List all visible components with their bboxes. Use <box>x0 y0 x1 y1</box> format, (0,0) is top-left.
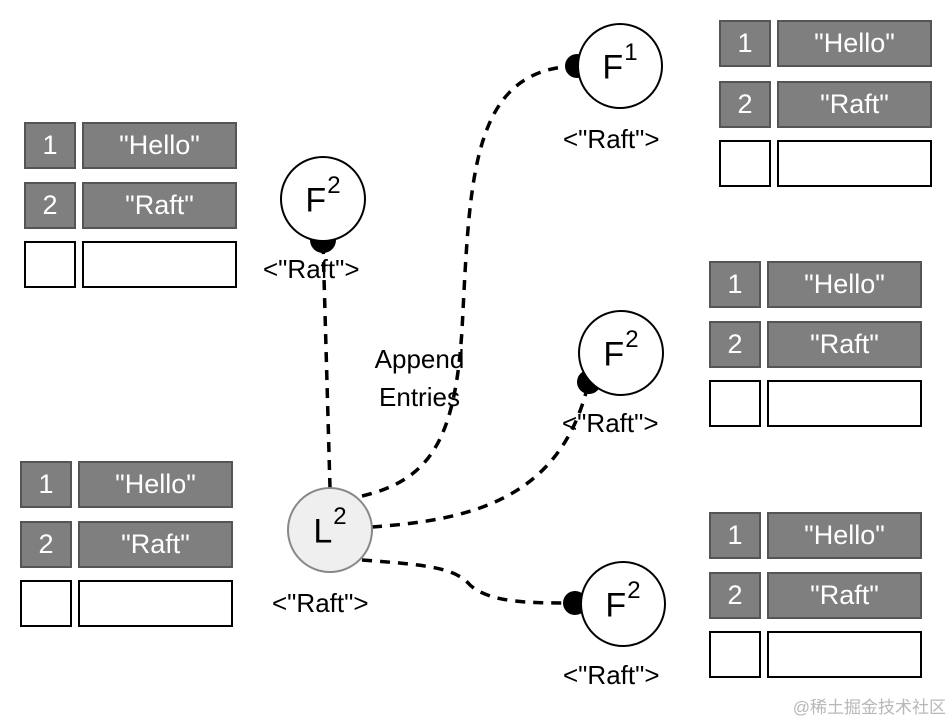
entry-value: "Raft" <box>767 321 922 368</box>
node-role: F <box>602 48 624 87</box>
entry-index <box>709 631 761 678</box>
edge-leader-to-follower-mid <box>371 384 590 529</box>
follower-node-left: F2 <box>280 156 366 242</box>
node-value-label: <"Raft"> <box>272 588 369 618</box>
node-role: F <box>305 181 327 220</box>
node-term: 2 <box>333 502 347 530</box>
append-entries-line2: Entries <box>379 382 460 412</box>
node-term: 2 <box>627 576 641 604</box>
entry-index: 1 <box>709 512 761 559</box>
edge-leader-to-follower-top <box>361 64 576 498</box>
entry-value <box>767 631 922 678</box>
node-role: L <box>313 512 333 551</box>
entry-index: 1 <box>20 461 72 508</box>
entry-index <box>719 140 771 187</box>
node-term: 2 <box>327 171 341 199</box>
node-role: F <box>603 335 625 374</box>
entry-value: "Raft" <box>767 572 922 619</box>
node-value-label: <"Raft"> <box>563 660 660 690</box>
entry-value: "Hello" <box>78 461 233 508</box>
entry-value <box>78 580 233 627</box>
node-term: 2 <box>625 325 639 353</box>
node-value-label: <"Raft"> <box>562 408 659 438</box>
follower-node-bottom: F2 <box>580 561 666 647</box>
entry-value: "Raft" <box>82 182 237 229</box>
entry-value <box>777 140 932 187</box>
entry-value <box>767 380 922 427</box>
append-entries-line1: Append <box>374 344 465 374</box>
entry-index: 1 <box>24 122 76 169</box>
entry-value: "Raft" <box>777 81 932 128</box>
follower-node-mid: F2 <box>578 310 664 396</box>
entry-index: 2 <box>20 521 72 568</box>
follower-node-top: F1 <box>577 23 663 109</box>
entry-index <box>24 241 76 288</box>
entry-index: 1 <box>709 261 761 308</box>
entry-index: 2 <box>24 182 76 229</box>
watermark: @稀土掘金技术社区 <box>792 698 946 717</box>
entry-index: 2 <box>709 572 761 619</box>
entry-value: "Hello" <box>777 20 932 67</box>
entry-value: "Hello" <box>82 122 237 169</box>
node-value-label: <"Raft"> <box>563 124 660 154</box>
entry-index: 2 <box>709 321 761 368</box>
entry-value <box>82 241 237 288</box>
entry-value: "Hello" <box>767 261 922 308</box>
entry-index: 2 <box>719 81 771 128</box>
edge-leader-to-follower-bottom <box>361 558 574 605</box>
append-entries-label: Append Entries <box>352 340 487 416</box>
node-term: 1 <box>624 38 638 66</box>
entry-index: 1 <box>719 20 771 67</box>
entry-value: "Raft" <box>78 521 233 568</box>
entry-index <box>709 380 761 427</box>
node-value-label: <"Raft"> <box>263 254 360 284</box>
entry-value: "Hello" <box>767 512 922 559</box>
entry-index <box>20 580 72 627</box>
edge-leader-to-follower-left <box>321 241 332 489</box>
node-role: F <box>605 586 627 625</box>
leader-node: L2 <box>287 487 373 573</box>
